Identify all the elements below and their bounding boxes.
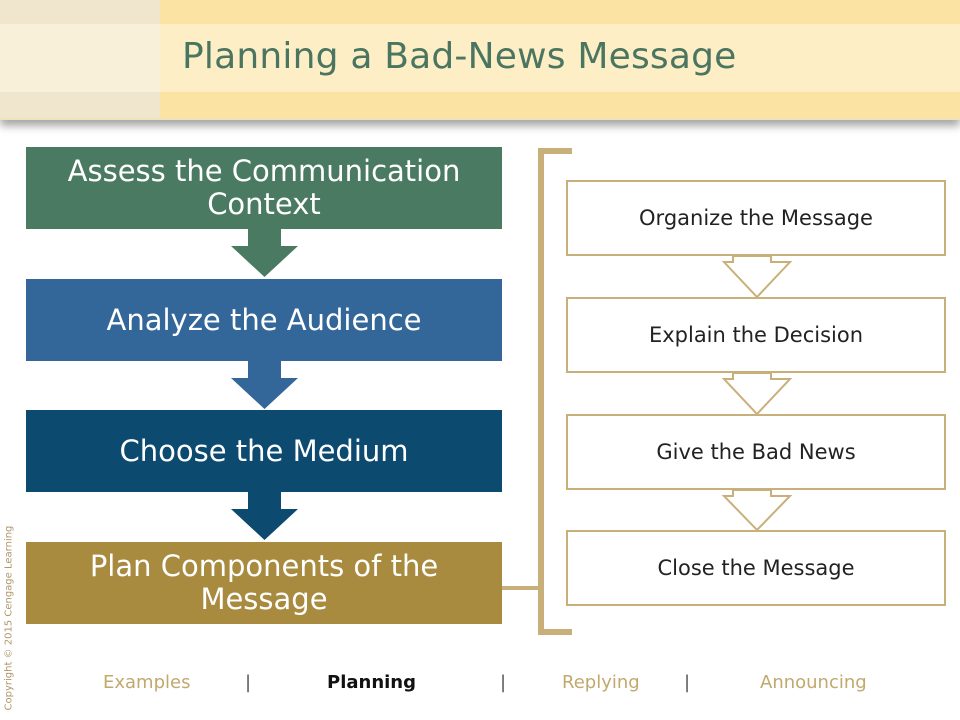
copyright-notice: Copyright © 2015 Cengage Learning — [3, 525, 15, 711]
component-organize-message: Organize the Message — [566, 180, 946, 256]
step-label-line: Choose the Medium — [119, 433, 409, 468]
section-nav: Examples | Planning | Replying | Announc… — [100, 672, 880, 696]
bracket-connector — [502, 586, 538, 590]
step-analyze-audience: Analyze the Audience — [26, 279, 502, 361]
step-label-line: Analyze the Audience — [106, 302, 422, 337]
down-arrow-outline-2 — [721, 372, 793, 416]
down-arrow-outline-3 — [721, 489, 793, 532]
step-label-line: Assess the Communication — [67, 154, 461, 188]
down-arrow-2 — [231, 361, 298, 409]
header-inner-stripe — [0, 24, 960, 92]
component-explain-decision: Explain the Decision — [566, 297, 946, 373]
nav-separator: | — [500, 672, 507, 693]
component-close-message: Close the Message — [566, 530, 946, 606]
nav-link-replying[interactable]: Replying — [562, 672, 640, 693]
step-label-line: Message — [200, 582, 328, 616]
nav-separator: | — [684, 672, 691, 693]
down-arrow-outline-1 — [721, 255, 793, 299]
nav-link-examples[interactable]: Examples — [103, 672, 191, 693]
down-arrow-3 — [231, 492, 298, 540]
component-give-bad-news: Give the Bad News — [566, 414, 946, 490]
slide-title: Planning a Bad-News Message — [182, 36, 737, 77]
step-choose-medium: Choose the Medium — [26, 410, 502, 492]
nav-link-planning[interactable]: Planning — [327, 672, 417, 693]
nav-separator: | — [245, 672, 252, 693]
nav-link-announcing[interactable]: Announcing — [760, 672, 867, 693]
down-arrow-1 — [231, 229, 298, 277]
component-bracket — [538, 148, 572, 635]
step-label-line: Context — [207, 187, 321, 221]
step-label-line: Plan Components of the — [89, 549, 439, 583]
